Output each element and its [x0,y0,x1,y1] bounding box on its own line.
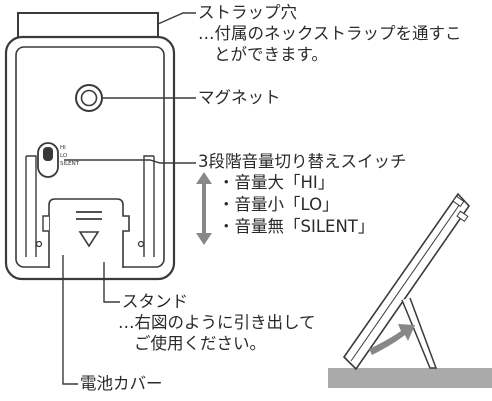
strap-hole-desc-line2: とができます。 [214,45,328,64]
battery-cover-arrow [78,231,100,248]
switch-mark-hi: HI [60,145,66,151]
volume-option-hi: ・音量大「HI」 [218,173,335,192]
stand-desc-line1: …右図のように引き出して [118,313,316,332]
volume-switch-knob [43,147,53,161]
volume-switch-title: 3段階音量切り替えスイッチ [198,152,407,171]
stand-title: スタンド [122,292,188,311]
screw-left [35,240,43,248]
volume-range-arrow-down [196,233,212,245]
strap-hole-tab [17,12,159,39]
device-side-inner-edge [350,200,463,362]
leader-volume-switch [64,159,196,164]
leader-strap-hole [157,12,196,25]
magnet-inner [80,89,98,107]
leader-stand [103,262,120,303]
screw-right [137,240,145,248]
volume-option-silent: ・音量無「SILENT」 [218,217,375,236]
strap-hole-desc-line1: …付属のネックストラップを通すこ [198,24,462,43]
volume-range-arrow-up [196,172,212,184]
stand-frame [25,155,155,257]
leader-battery-cover [62,255,78,385]
battery-cover-title: 電池カバー [80,374,163,393]
switch-mark-silent: SILENT [60,161,80,167]
stand-leg [401,297,438,369]
side-button-1 [452,195,465,208]
side-button-2 [456,210,469,223]
volume-option-lo: ・音量小「LO」 [218,195,339,214]
stand-pull-arrow [369,324,415,355]
battery-cover-notch [42,215,49,232]
magnet-title: マグネット [198,88,281,107]
strap-hole-title: ストラップ穴 [198,3,297,22]
switch-mark-lo: LO [60,153,68,159]
stand-desc-line2: ご使用ください。 [134,334,266,353]
floor-surface [328,368,492,388]
